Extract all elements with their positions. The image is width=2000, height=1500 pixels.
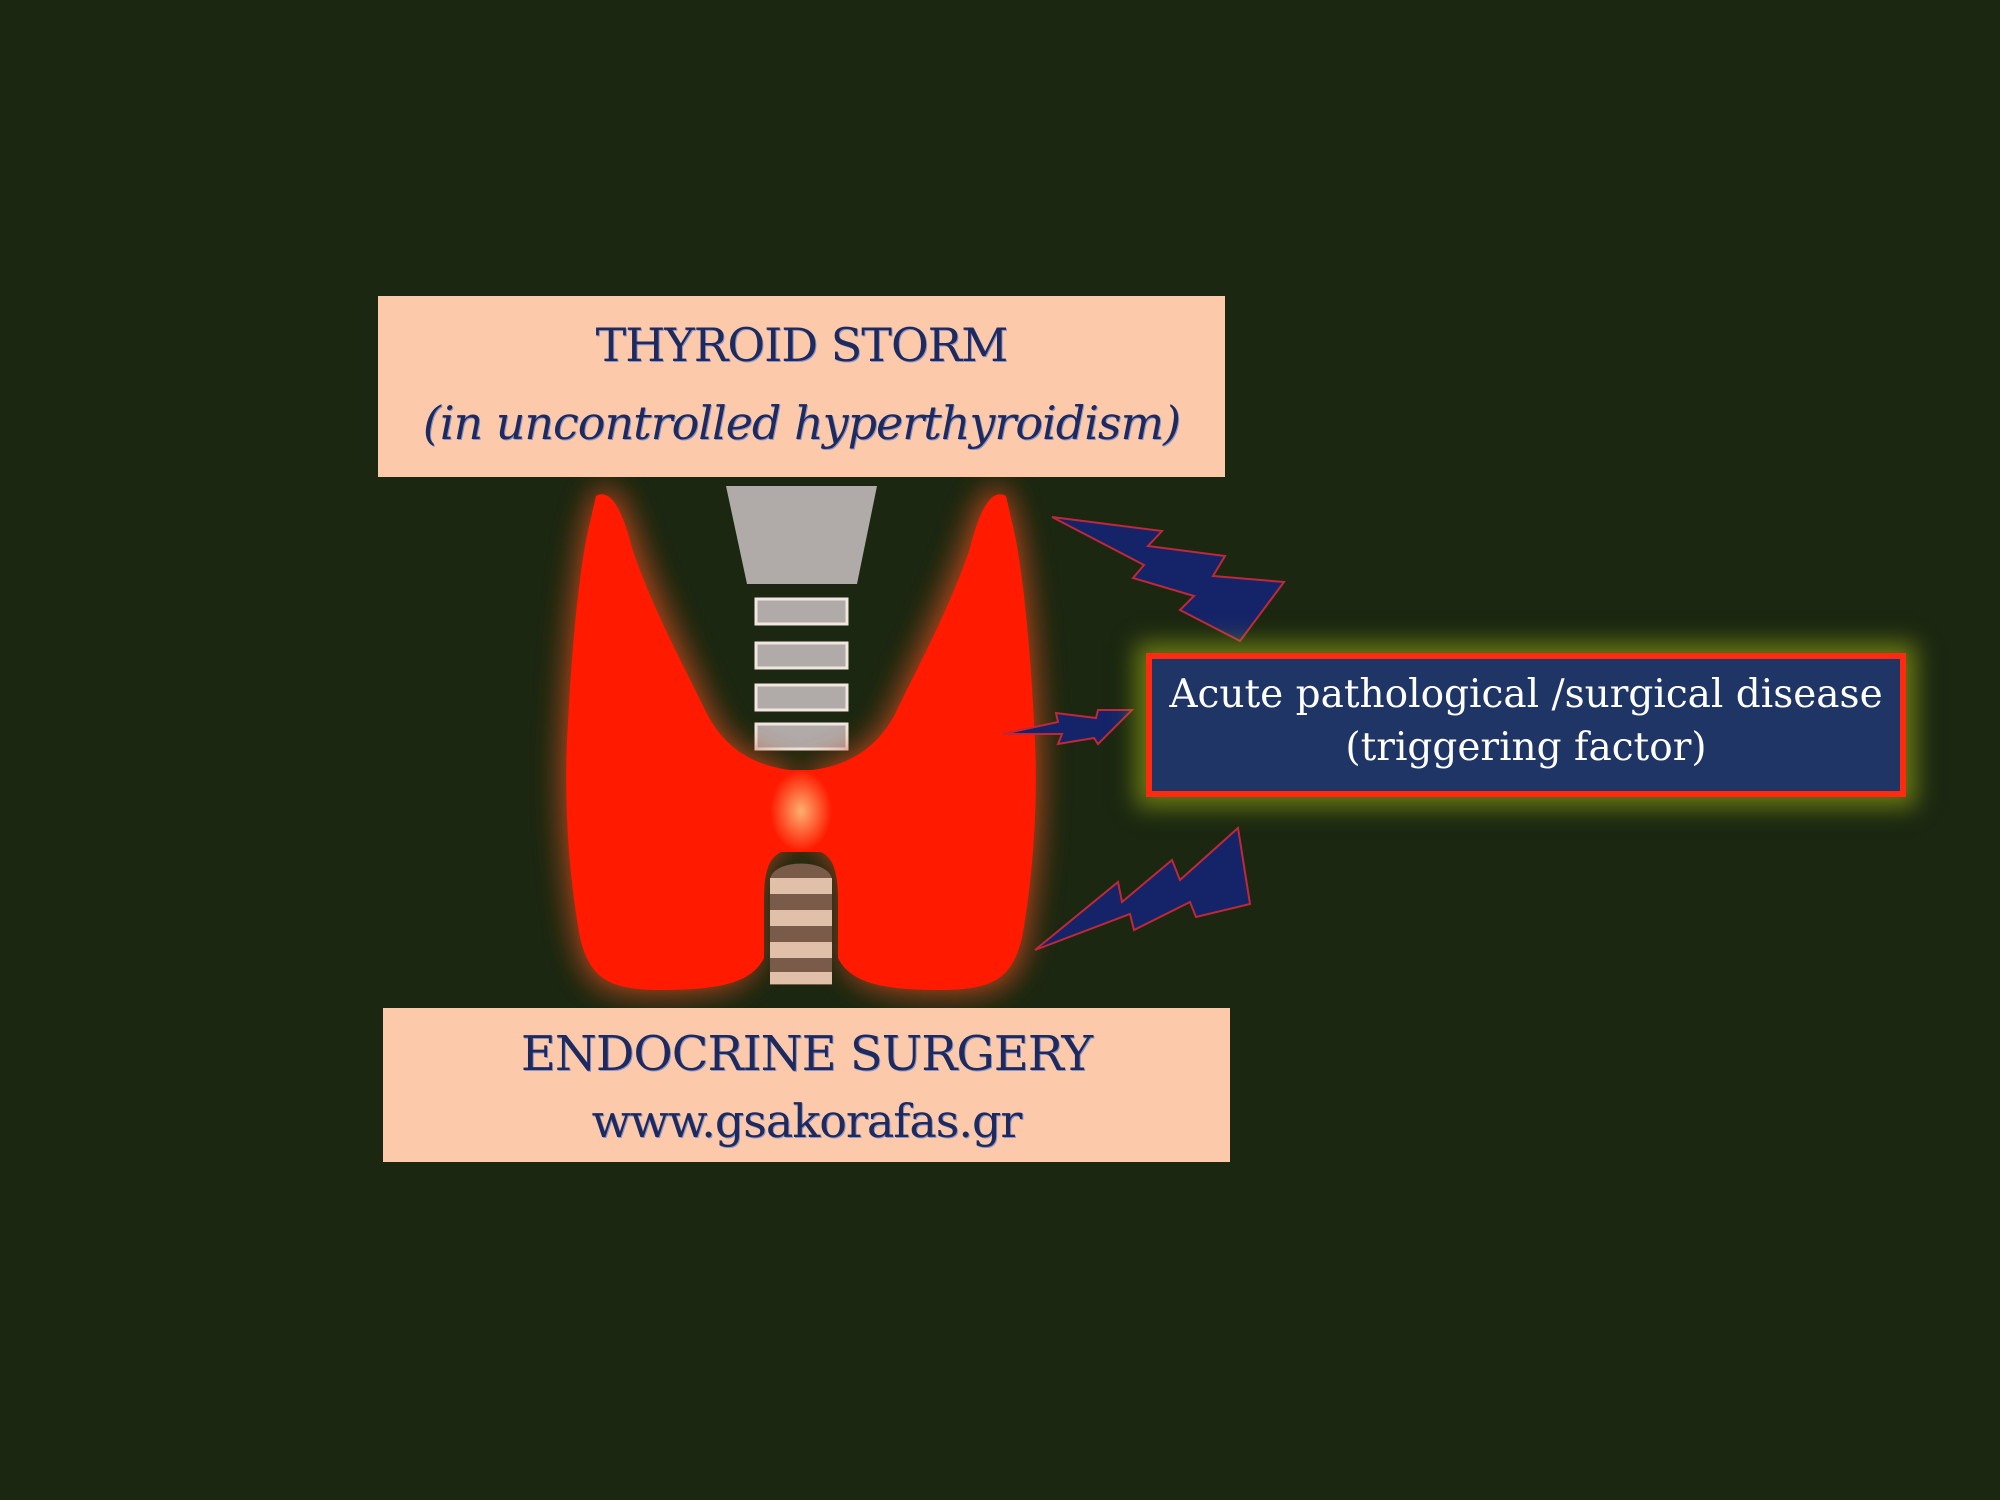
trigger-line-1: Acute pathological /surgical disease bbox=[1169, 672, 1883, 717]
trachea-icon bbox=[726, 486, 877, 751]
trachea-lower bbox=[770, 863, 832, 985]
thyroid-gland-icon bbox=[566, 494, 1036, 990]
footer-label: ENDOCRINE SURGERY www.gsakorafas.gr bbox=[383, 1008, 1230, 1162]
trigger-factor-box: Acute pathological /surgical disease (tr… bbox=[1146, 653, 1906, 797]
title-heading: THYROID STORM bbox=[595, 318, 1009, 372]
footer-heading: ENDOCRINE SURGERY bbox=[520, 1026, 1093, 1082]
title-subtitle: (in uncontrolled hyperthyroidism) bbox=[422, 396, 1181, 450]
footer-url: www.gsakorafas.gr bbox=[591, 1094, 1023, 1148]
lightning-bolt-icon bbox=[1051, 516, 1286, 643]
lightning-bolt-icon bbox=[1002, 709, 1135, 746]
trigger-line-2: (triggering factor) bbox=[1345, 725, 1707, 770]
lightning-bolt-icon bbox=[1034, 826, 1252, 951]
title-label: THYROID STORM (in uncontrolled hyperthyr… bbox=[378, 296, 1225, 477]
